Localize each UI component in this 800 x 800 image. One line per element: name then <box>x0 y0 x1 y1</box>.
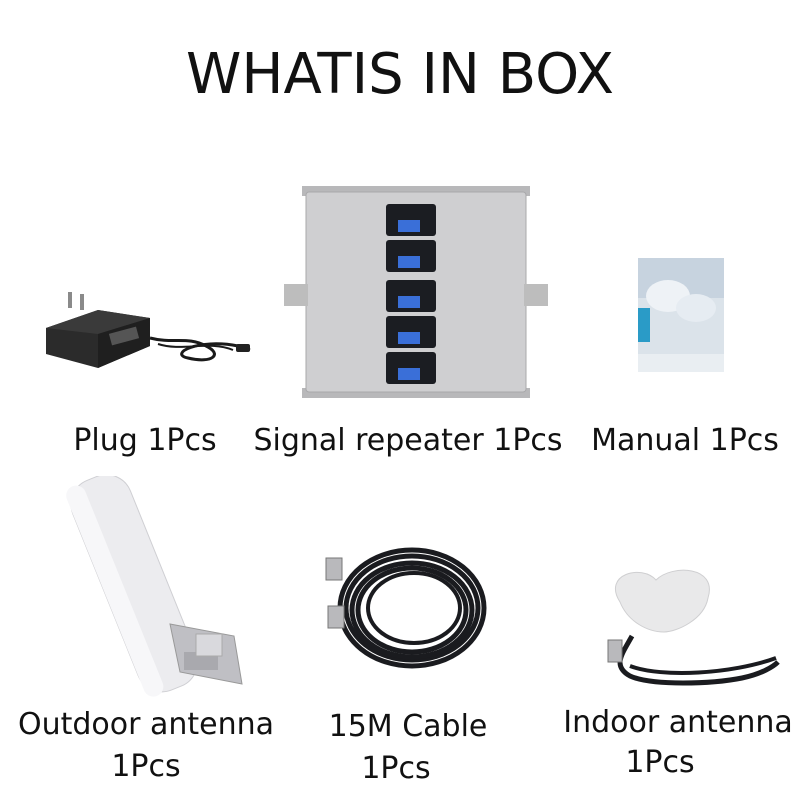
cable-label: 15M Cable <box>328 709 488 744</box>
manual-image <box>638 258 724 372</box>
indoor-antenna-qty: 1Pcs <box>625 745 695 780</box>
indoor-antenna-image <box>592 566 782 690</box>
plug-label: Plug 1Pcs <box>73 423 217 458</box>
page-title: WHATIS IN BOX <box>185 42 614 107</box>
outdoor-antenna-qty: 1Pcs <box>111 749 181 784</box>
signal-repeater-image <box>282 184 550 400</box>
signal-repeater-label: Signal repeater 1Pcs <box>253 423 563 458</box>
outdoor-antenna-label: Outdoor antenna <box>17 707 275 742</box>
plug-image <box>38 288 254 378</box>
outdoor-antenna-image <box>20 476 246 708</box>
manual-label: Manual 1Pcs <box>591 423 779 458</box>
indoor-antenna-label: Indoor antenna <box>563 705 793 740</box>
cable-qty: 1Pcs <box>361 751 431 786</box>
cable-image <box>322 538 496 674</box>
